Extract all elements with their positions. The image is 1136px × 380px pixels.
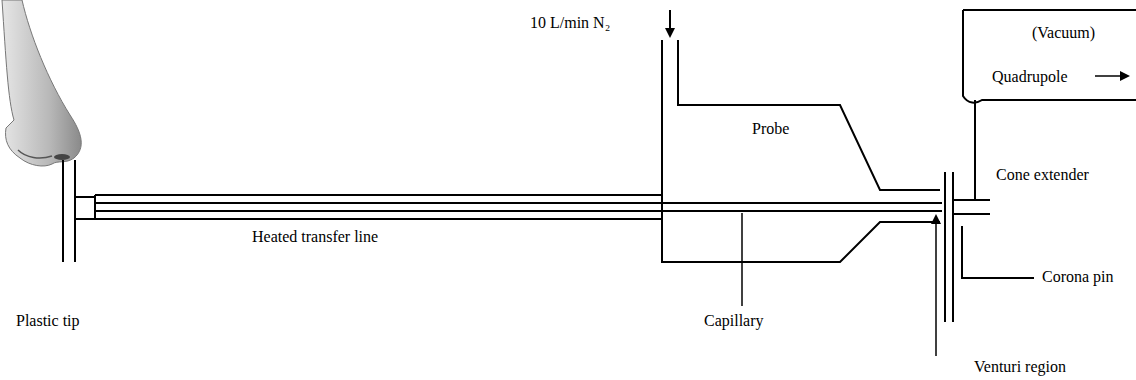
ion-path-arrow: [1095, 75, 1128, 77]
cone-extender: [953, 199, 990, 201]
corona-pin: [962, 226, 1034, 278]
cone-plate: [944, 172, 946, 322]
part-label: Quadrupole: [990, 68, 1070, 86]
probe-body: [662, 40, 940, 262]
part-label: Corona pin: [1040, 268, 1116, 286]
venturi-pointer: [935, 216, 937, 356]
part-label: Venturi region: [972, 358, 1068, 376]
region-label: (Vacuum): [1030, 24, 1097, 42]
part-label: Heated transfer line: [250, 228, 380, 246]
gas-flow-label: 10 L/min N₂: [528, 14, 612, 32]
plastic-tip: [62, 160, 64, 262]
part-label: Cone extender: [994, 166, 1091, 184]
gas-inlet-arrow: [669, 10, 671, 36]
vacuum-chamber: [963, 9, 1136, 11]
part-label: Probe: [750, 120, 791, 138]
nose-illustration: [2, 0, 81, 166]
capillary: [95, 202, 942, 204]
part-label: Plastic tip: [14, 312, 82, 330]
part-label: Capillary: [702, 312, 766, 330]
transfer-line: [95, 194, 662, 196]
